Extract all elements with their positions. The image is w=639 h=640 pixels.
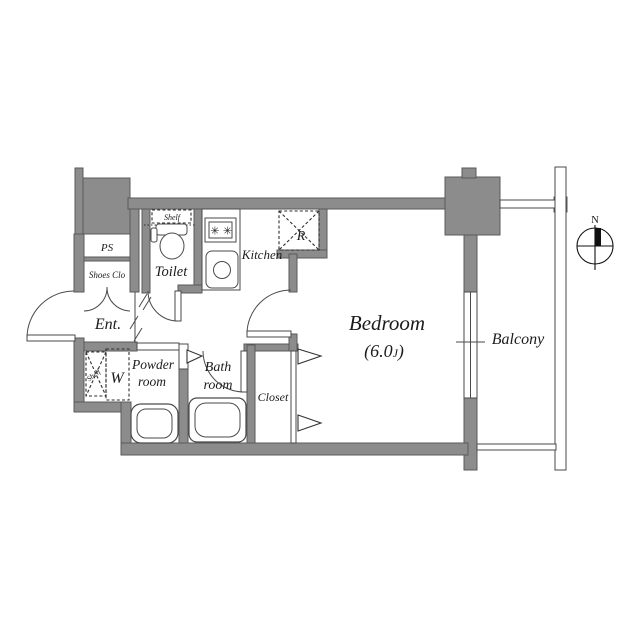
doors bbox=[26, 286, 323, 444]
wall-break-slashes bbox=[129, 315, 143, 342]
wall bbox=[463, 234, 478, 293]
toilet-shelf-label: Shelf bbox=[164, 213, 182, 222]
kitchen-sink-drain bbox=[213, 261, 231, 279]
wall bbox=[461, 167, 477, 179]
bath-room-label: room bbox=[203, 378, 232, 393]
wall bbox=[243, 343, 299, 352]
wall bbox=[177, 284, 203, 294]
shoes-closet-label: Shoes Clo bbox=[89, 270, 126, 280]
balcony-structure bbox=[456, 166, 567, 471]
kitchen-label: Kitchen bbox=[241, 247, 282, 262]
powder-shelf-area bbox=[85, 351, 107, 397]
vanity-sink-basin bbox=[136, 408, 173, 439]
entrance-label: Ent. bbox=[94, 316, 121, 333]
entrance-door-arc bbox=[26, 290, 75, 339]
wall bbox=[463, 397, 478, 471]
wall bbox=[246, 344, 256, 444]
closet-door-triangle-icon bbox=[297, 414, 323, 432]
washer-label: W bbox=[110, 370, 125, 387]
powder-room-label: room bbox=[138, 374, 166, 389]
entrance-door-leaf bbox=[26, 334, 76, 342]
powder-room-partition bbox=[136, 342, 180, 351]
toilet-handle bbox=[150, 227, 158, 243]
wall-break-slashes bbox=[138, 293, 152, 311]
compass-north-label: N bbox=[591, 215, 599, 226]
bedroom-label: Bedroom bbox=[349, 311, 425, 335]
balcony-railing bbox=[554, 166, 567, 471]
shoes-closet-door-arc bbox=[106, 286, 131, 312]
bedroom-door-arc bbox=[246, 289, 292, 335]
closet-label: Closet bbox=[258, 390, 289, 404]
bath-door-leaf bbox=[240, 350, 248, 393]
compass-north-needle-icon bbox=[595, 228, 601, 246]
toilet-label: Toilet bbox=[155, 264, 188, 280]
closet-door-triangle-icon bbox=[297, 348, 323, 365]
bath-room-label: Bath bbox=[205, 360, 231, 375]
toilet-door-arc bbox=[147, 290, 179, 322]
wall bbox=[127, 197, 451, 210]
wall bbox=[73, 233, 85, 293]
powder-room-label: Powder bbox=[131, 357, 175, 372]
refrigerator-outline bbox=[278, 210, 320, 251]
balcony-top-edge bbox=[499, 199, 556, 209]
burner-icon: ✳ bbox=[223, 225, 232, 238]
wall bbox=[83, 256, 131, 262]
refrigerator-cross bbox=[278, 210, 320, 251]
wall bbox=[276, 249, 328, 259]
bathtub-inner bbox=[194, 402, 241, 438]
wall bbox=[73, 337, 85, 407]
balcony-label: Balcony bbox=[492, 331, 545, 348]
ps-label: PS bbox=[100, 242, 114, 254]
compass: N bbox=[576, 215, 614, 270]
walls bbox=[73, 167, 568, 471]
wall bbox=[193, 208, 203, 294]
bedroom-door-leaf bbox=[246, 330, 292, 338]
refrigerator-label: R bbox=[296, 229, 306, 244]
wall bbox=[120, 401, 132, 444]
powder-shelf-label: Shelf bbox=[85, 366, 103, 383]
kitchen-fixtures: ✳ ✳ bbox=[201, 208, 320, 291]
wall bbox=[444, 176, 501, 236]
toilet-fixtures bbox=[144, 209, 196, 260]
refrigerator-area bbox=[278, 210, 320, 251]
toilet-door-leaf bbox=[174, 290, 182, 322]
toilet-bowl bbox=[159, 232, 185, 260]
wall bbox=[288, 253, 298, 293]
powder-shelf-outline bbox=[85, 351, 107, 397]
powder-shelf-cross bbox=[85, 351, 107, 397]
balcony-bottom-edge bbox=[476, 443, 557, 451]
wall bbox=[120, 442, 469, 456]
wall bbox=[82, 177, 131, 235]
bedroom-size-label: (6.0J) bbox=[364, 341, 404, 362]
wall bbox=[178, 367, 189, 444]
wall bbox=[74, 167, 84, 235]
powder-bath-fixtures bbox=[85, 348, 247, 444]
closet-door-line bbox=[290, 350, 297, 444]
bath-door-triangle-icon bbox=[186, 349, 204, 364]
stove-inner bbox=[208, 221, 233, 239]
wall bbox=[129, 208, 140, 293]
shoes-closet-door-arc bbox=[83, 286, 108, 312]
bath-door-arc bbox=[202, 350, 245, 393]
wall bbox=[141, 208, 151, 294]
burner-icon: ✳ bbox=[210, 225, 219, 238]
